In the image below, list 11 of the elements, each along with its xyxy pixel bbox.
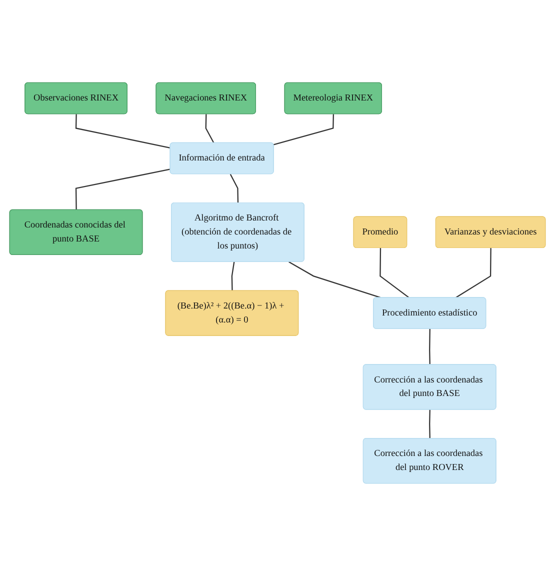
connector bbox=[380, 248, 410, 298]
connector bbox=[429, 328, 430, 365]
connector bbox=[230, 174, 239, 204]
connector bbox=[75, 168, 170, 210]
connector bbox=[288, 261, 382, 298]
connector bbox=[429, 410, 430, 439]
connector bbox=[205, 114, 214, 144]
connector bbox=[231, 262, 235, 291]
connector bbox=[273, 114, 334, 146]
connector bbox=[455, 248, 492, 298]
connector bbox=[75, 114, 170, 148]
